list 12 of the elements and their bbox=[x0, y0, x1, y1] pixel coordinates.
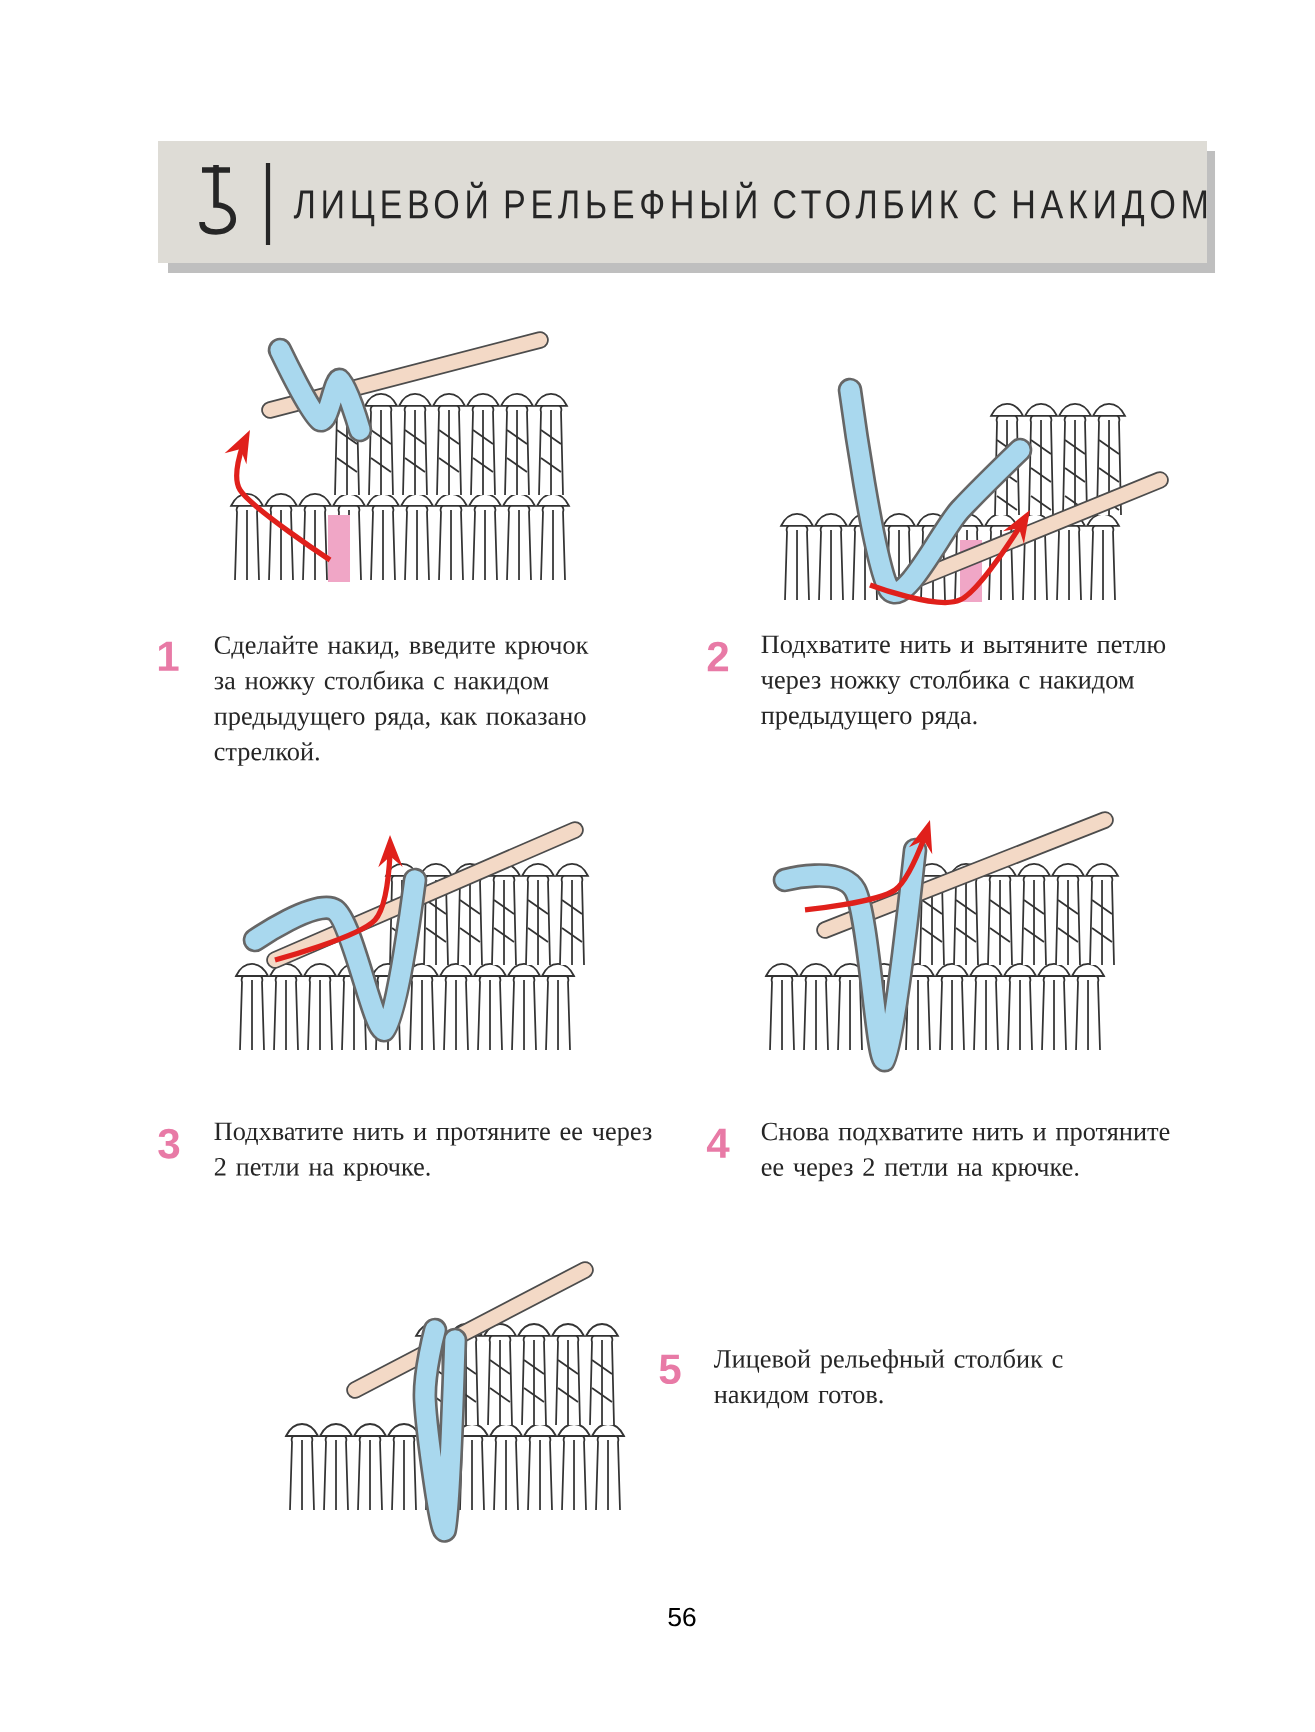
step-text: Подхватите нить и вытяните петлю через ножку столбика с накидом предыдущего ряда. bbox=[761, 635, 1166, 730]
step-number: 3 bbox=[158, 1128, 180, 1159]
step-number: 5 bbox=[659, 1354, 681, 1385]
step-text: Снова подхватите нить и протяните ее через 2 петли на крючке. bbox=[761, 1122, 1170, 1182]
step-number: 1 bbox=[158, 641, 179, 671]
page-number: 56 bbox=[668, 1607, 696, 1627]
step-text: Лицевой рельефный столбик с накидом готов. bbox=[713, 1348, 1063, 1409]
title-banner: ЛИЦЕВОЙ РЕЛЬЕФНЫЙ СТОЛБИК С НАКИДОМ bbox=[158, 140, 1215, 273]
step-number: 4 bbox=[706, 1128, 730, 1158]
step-text: Подхватите нить и протяните ее через 2 петли на крючке. bbox=[214, 1122, 652, 1182]
step-text: Сделайте накид, введите крючок за ножку столбика с накидом предыдущего ряда, как показано стрелкой. bbox=[214, 635, 589, 766]
step-number: 2 bbox=[707, 641, 729, 672]
